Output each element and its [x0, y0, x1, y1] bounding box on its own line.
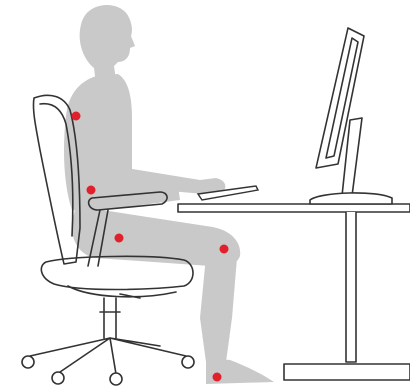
chair-caster	[110, 373, 122, 385]
marker-thigh	[115, 234, 124, 243]
chair-caster	[182, 356, 194, 368]
monitor-base	[310, 193, 392, 204]
person-arm	[86, 84, 225, 194]
marker-upper-back	[72, 112, 81, 121]
marker-lower-back	[87, 186, 96, 195]
desk-top	[178, 204, 410, 212]
marker-foot	[213, 373, 222, 382]
chair-base	[30, 338, 186, 374]
chair-caster	[52, 372, 64, 384]
chair-gas-lift	[100, 298, 120, 338]
monitor	[310, 28, 392, 204]
desk-foot	[284, 364, 410, 380]
chair-caster	[22, 356, 34, 368]
person-head	[80, 5, 135, 84]
marker-knee	[220, 245, 229, 254]
person-silhouette	[64, 5, 274, 384]
desk-leg	[346, 212, 356, 362]
chair-casters	[22, 356, 194, 385]
person-torso	[64, 74, 180, 212]
